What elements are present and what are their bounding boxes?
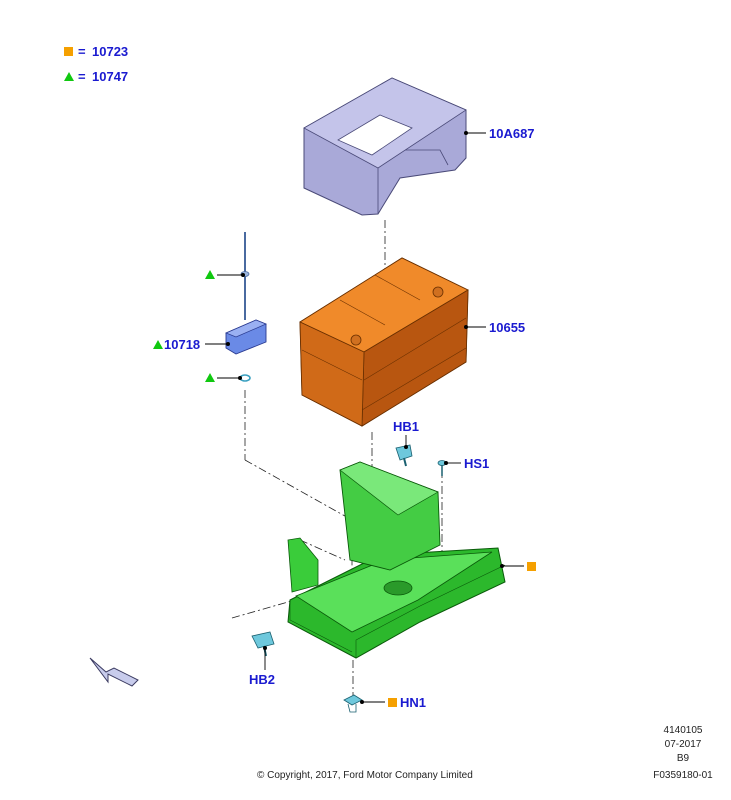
tray-square-marker <box>527 562 536 571</box>
stud-hs1[interactable] <box>437 460 447 477</box>
callout-hb1: HB1 <box>393 419 419 449</box>
clamp-triangle-marker <box>153 340 163 349</box>
label-hb1: HB1 <box>393 419 419 434</box>
callout-tray <box>500 562 536 571</box>
battery-tray[interactable] <box>287 461 506 659</box>
battery[interactable] <box>299 257 469 427</box>
legend-triangle-value: 10747 <box>92 69 128 84</box>
label-hb2: HB2 <box>249 672 275 687</box>
hn1-square-marker <box>388 698 397 707</box>
label-battery: 10655 <box>489 320 525 335</box>
callout-cover: 10A687 <box>464 126 535 141</box>
nut-triangle-marker <box>205 373 215 382</box>
front-direction-arrow-icon <box>89 657 139 687</box>
legend-equals-1: = <box>78 44 86 59</box>
battery-clamp[interactable] <box>225 232 267 382</box>
doc-revision: B9 <box>677 753 690 764</box>
nut-hn1[interactable] <box>343 694 363 713</box>
label-clamp: 10718 <box>164 337 200 352</box>
legend-square-value: 10723 <box>92 44 128 59</box>
label-cover: 10A687 <box>489 126 535 141</box>
legend: = 10723 = 10747 <box>64 44 128 84</box>
bolt-hb1[interactable] <box>395 444 413 467</box>
label-hn1: HN1 <box>400 695 426 710</box>
label-hs1: HS1 <box>464 456 489 471</box>
callout-battery: 10655 <box>464 320 525 335</box>
legend-equals-2: = <box>78 69 86 84</box>
callout-clamp-rod <box>205 270 245 279</box>
battery-cover[interactable] <box>303 77 467 216</box>
legend-square-marker <box>64 47 73 56</box>
callout-hn1: HN1 <box>360 695 426 710</box>
callout-hs1: HS1 <box>444 456 489 471</box>
callout-clamp: 10718 <box>153 337 230 352</box>
doc-code: 4140105 <box>664 725 703 736</box>
callout-clamp-nut <box>205 373 242 382</box>
doc-date: 07-2017 <box>665 739 702 750</box>
bolt-hb2[interactable] <box>251 631 275 657</box>
figure-id: F0359180-01 <box>653 770 713 781</box>
rod-triangle-marker <box>205 270 215 279</box>
copyright-text: © Copyright, 2017, Ford Motor Company Li… <box>257 770 473 781</box>
legend-triangle-marker <box>64 72 74 81</box>
callout-hb2: HB2 <box>249 646 275 687</box>
footer: © Copyright, 2017, Ford Motor Company Li… <box>257 725 713 781</box>
